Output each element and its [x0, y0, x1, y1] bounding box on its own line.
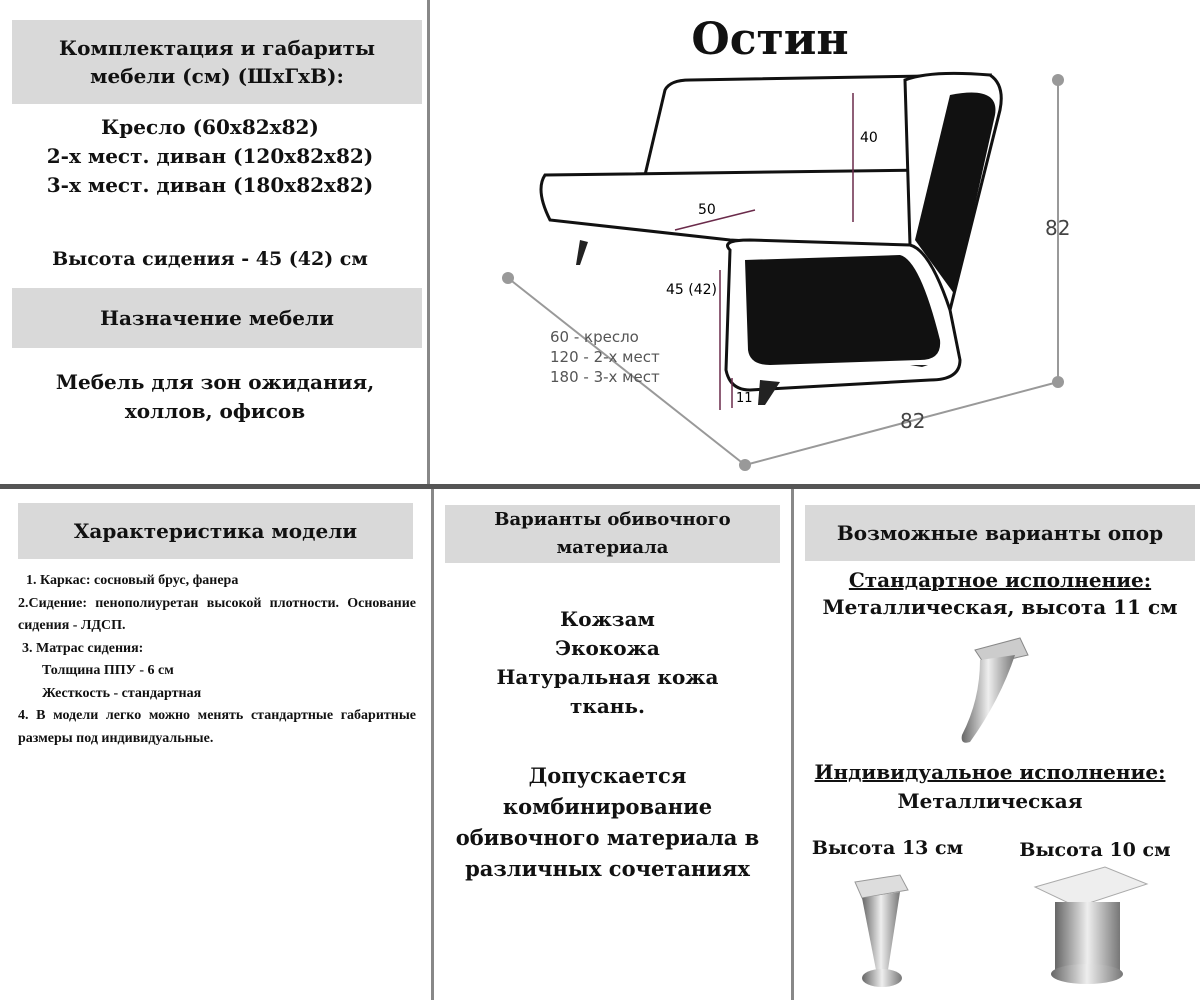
title: Остин — [691, 14, 849, 65]
standard-leg-image — [961, 637, 1029, 743]
divider — [791, 489, 794, 1000]
divider — [0, 484, 1200, 489]
size-item: Кресло (60х82х82) — [101, 115, 319, 139]
materials-note: Допускается комбинирование обивочного ма… — [455, 763, 760, 881]
legs-header: Возможные варианты опор — [805, 505, 1195, 561]
dim-height: 82 — [1045, 216, 1070, 240]
size-list: Кресло (60х82х82) 2-х мест. диван (120х8… — [0, 113, 420, 200]
material-item: Кожзам — [560, 607, 655, 631]
size-item: 3-х мест. диван (180х82х82) — [46, 173, 374, 197]
material-item: ткань. — [570, 694, 645, 718]
spec-item: 3. Матрас сидения: — [22, 640, 144, 656]
dim-seat-height: 45 (42) — [666, 282, 717, 298]
custom-desc: Металлическая — [897, 789, 1083, 813]
material-item: Натуральная кожа — [496, 665, 719, 689]
divider — [427, 0, 430, 484]
purpose-text: Мебель для зон ожидания, холлов, офисов — [55, 370, 375, 423]
materials-list: Кожзам Экокожа Натуральная кожа ткань. — [440, 605, 775, 721]
standard-desc: Металлическая, высота 11 см — [822, 595, 1178, 619]
material-item: Экокожа — [555, 636, 660, 660]
leg-10-image — [1033, 866, 1149, 984]
height-10-label: Высота 10 см — [1019, 839, 1171, 861]
height-13-label: Высота 13 см — [811, 837, 964, 859]
dimensions-header: Комплектация и габариты мебели (см) (ШхГ… — [12, 20, 422, 104]
spec-item: 1. Каркас: сосновый брус, фанера — [26, 573, 239, 588]
size-item: 2-х мест. диван (120х82х82) — [46, 144, 374, 168]
spec-item: 2.Сидение: пенополиуретан высокой плотно… — [18, 595, 416, 634]
dim-seat-depth: 50 — [698, 202, 716, 218]
sofa-diagram: 40 50 45 (42) 11 82 82 60 - кресло 120 -… — [502, 71, 1070, 471]
characteristics-header: Характеристика модели — [18, 503, 413, 559]
seat-height: Высота сидения - 45 (42) см — [52, 248, 368, 270]
dim-width: 60 - кресло — [550, 328, 639, 346]
materials-header: Варианты обивочного материала — [445, 505, 780, 563]
spec-item: Толщина ППУ - 6 см — [42, 663, 174, 678]
divider — [431, 489, 434, 1000]
custom-title: Индивидуальное исполнение: — [814, 760, 1166, 784]
dim-depth: 82 — [900, 409, 925, 433]
spec-item: Жесткость - стандартная — [42, 685, 202, 701]
leg-13-image — [854, 874, 909, 987]
dim-back: 40 — [860, 130, 878, 146]
purpose-header: Назначение мебели — [12, 288, 422, 348]
dim-width: 120 - 2-х мест — [550, 348, 660, 366]
dim-width: 180 - 3-х мест — [550, 368, 660, 386]
spec-item: 4. В модели легко можно менять стандартн… — [18, 708, 416, 746]
dim-leg: 11 — [736, 391, 753, 406]
characteristics-list: 1. Каркас: сосновый брус, фанера 2.Сиден… — [18, 570, 416, 750]
standard-title: Стандартное исполнение: — [848, 568, 1152, 592]
